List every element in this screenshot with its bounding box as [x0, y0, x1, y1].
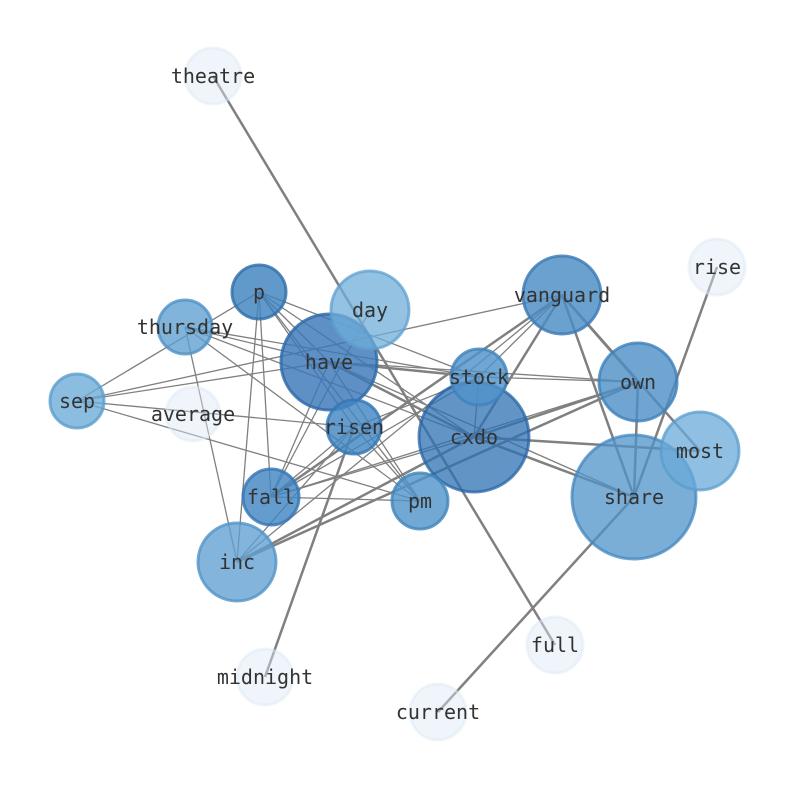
node-own	[597, 341, 679, 423]
node-label-day: day	[352, 298, 388, 322]
node-day	[329, 269, 411, 351]
node-circle-rise	[687, 237, 747, 297]
node-circle-full	[525, 615, 585, 675]
node-vanguard	[521, 254, 603, 336]
node-circle-average	[164, 385, 222, 443]
node-label-midnight: midnight	[217, 665, 313, 689]
edge-midnight-risen	[263, 426, 356, 678]
node-label-inc: inc	[219, 550, 255, 574]
nodes-layer: theatre rise vanguard p day thursday have stock…	[48, 46, 747, 742]
edge-p-fall	[258, 291, 272, 498]
node-sep	[48, 372, 106, 430]
node-circle-sep	[48, 372, 106, 430]
node-circle-own	[597, 341, 679, 423]
node-label-theatre: theatre	[171, 64, 255, 88]
node-label-rise: rise	[693, 255, 741, 279]
node-circle-thursday	[156, 298, 214, 356]
node-current	[408, 682, 468, 742]
node-label-sep: sep	[59, 389, 95, 413]
node-average	[164, 385, 222, 443]
node-circle-inc	[196, 521, 278, 603]
node-label-pm: pm	[408, 489, 432, 513]
node-circle-day	[329, 269, 411, 351]
node-label-average: average	[151, 402, 235, 426]
node-circle-midnight	[235, 647, 295, 707]
node-circle-vanguard	[521, 254, 603, 336]
node-full	[525, 615, 585, 675]
node-circle-risen	[325, 398, 383, 456]
node-circle-theatre	[183, 46, 243, 106]
node-most	[659, 410, 741, 492]
node-circle-current	[408, 682, 468, 742]
node-circle-stock	[449, 347, 509, 407]
edge-p-inc	[236, 291, 260, 563]
node-label-have: have	[305, 350, 353, 374]
node-label-fall: fall	[247, 485, 295, 509]
node-rise	[687, 237, 747, 297]
node-label-full: full	[531, 633, 579, 657]
node-label-most: most	[676, 439, 724, 463]
node-circle-most	[659, 410, 741, 492]
node-label-stock: stock	[449, 365, 509, 389]
node-label-current: current	[396, 700, 480, 724]
node-theatre	[183, 46, 243, 106]
node-stock	[449, 347, 509, 407]
edge-sep-risen	[76, 400, 355, 428]
node-fall	[241, 467, 301, 527]
edge-sep-pm	[76, 400, 421, 502]
node-circle-p	[230, 263, 288, 321]
node-label-own: own	[620, 370, 656, 394]
node-p	[230, 263, 288, 321]
node-circle-pm	[390, 471, 450, 531]
node-pm	[390, 471, 450, 531]
edge-thursday-pm	[184, 326, 421, 502]
node-thursday	[156, 298, 214, 356]
edge-vanguard-fall	[270, 293, 563, 499]
node-label-risen: risen	[324, 415, 384, 439]
node-label-vanguard: vanguard	[514, 283, 610, 307]
node-label-thursday: thursday	[137, 315, 233, 339]
node-label-share: share	[604, 485, 664, 509]
node-midnight	[235, 647, 295, 707]
node-label-cxdo: cxdo	[450, 425, 498, 449]
node-inc	[196, 521, 278, 603]
node-label-p: p	[253, 280, 265, 304]
node-risen	[325, 398, 383, 456]
node-circle-fall	[241, 467, 301, 527]
